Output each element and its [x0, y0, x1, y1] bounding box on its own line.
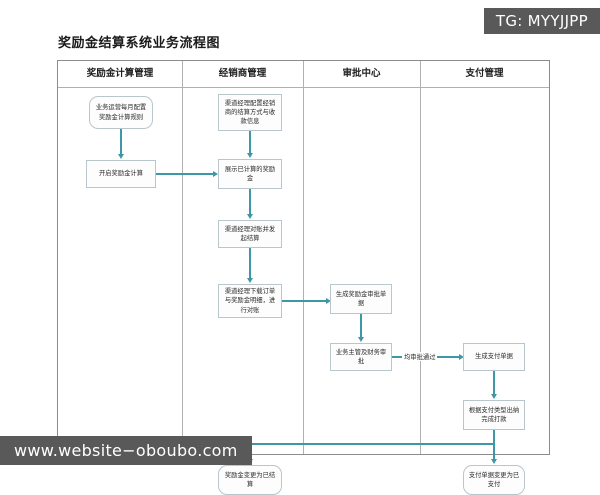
node-payment-status-paid[interactable]: 支付单据变更为已支付: [463, 465, 525, 495]
edge-label-all-approved: 均审批通过: [402, 352, 438, 361]
node-label: 奖励金变更为已结算: [224, 471, 276, 488]
site-watermark-badge: www.website−oboubo.com: [0, 436, 252, 465]
node-label: 支付单据变更为已支付: [468, 471, 520, 488]
node-reconcile-and-settle[interactable]: 渠道经理对账并发起结算: [218, 220, 282, 248]
node-label: 展示已计算的奖励金: [224, 165, 276, 182]
node-label: 开启奖励金计算: [98, 170, 144, 178]
connector-n9-n10: [493, 371, 495, 396]
lane-header-approval-center: 审批中心: [342, 68, 381, 79]
lane-divider-1: [182, 61, 183, 454]
connector-bus-horizontal: [249, 443, 495, 445]
arrowhead-n7-n8: [358, 337, 364, 342]
connector-n3-n4: [249, 131, 251, 155]
node-label: 渠道经理下载订单与奖励金明细，进行对账: [224, 288, 276, 314]
connector-bus-to-n12: [493, 443, 495, 461]
connector-n1-n2: [120, 129, 122, 156]
flowchart-canvas: TG: MYYJJPP 奖励金结算系统业务流程图 奖励金计算管理 经销商管理 审…: [0, 8, 600, 495]
lane-header-payment-mgmt: 支付管理: [465, 68, 504, 79]
node-manager-finance-approval[interactable]: 业务主管及财务审批: [330, 343, 392, 371]
arrowhead-n4-n5: [247, 214, 253, 219]
node-display-calculated-reward[interactable]: 展示已计算的奖励金: [218, 159, 282, 189]
lane-divider-2: [303, 61, 304, 454]
node-label: 业务主管及财务审批: [335, 348, 387, 365]
node-label: 生成支付单据: [475, 353, 513, 361]
node-start-reward-calculation[interactable]: 开启奖励金计算: [86, 160, 156, 188]
page-title: 奖励金结算系统业务流程图: [58, 36, 221, 51]
lane-header-reward-calc: 奖励金计算管理: [86, 68, 154, 79]
connector-n5-n6: [249, 248, 251, 280]
arrowhead-n1-n2: [118, 154, 124, 159]
arrowhead-n3-n4: [247, 153, 253, 158]
node-generate-payment-doc[interactable]: 生成支付单据: [463, 343, 525, 371]
node-reward-status-settled[interactable]: 奖励金变更为已结算: [218, 465, 282, 495]
arrowhead-n5-n6: [247, 278, 253, 283]
connector-n10-bus: [493, 430, 495, 444]
node-label: 根据支付类型出纳完成打款: [468, 406, 520, 423]
node-cashier-complete-payment[interactable]: 根据支付类型出纳完成打款: [463, 400, 525, 430]
arrowhead-n2-n4: [213, 171, 218, 177]
arrowhead-n6-n7: [326, 298, 331, 304]
swimlane-diagram-frame: 奖励金计算管理 经销商管理 审批中心 支付管理 业务运营每月配置奖励金计算规则 …: [57, 60, 550, 495]
arrowhead-n8-n9: [459, 354, 464, 360]
node-label: 生成奖励金审批单据: [335, 290, 387, 307]
tg-watermark-badge: TG: MYYJJPP: [483, 8, 600, 34]
node-download-order-detail[interactable]: 渠道经理下载订单与奖励金明细，进行对账: [218, 284, 282, 318]
node-configure-settlement-info[interactable]: 渠道经理配置经销商的结算方式与收款信息: [218, 94, 282, 131]
connector-n2-n4: [156, 173, 213, 175]
node-label: 渠道经理对账并发起结算: [224, 225, 276, 242]
arrowhead-n9-n10: [491, 394, 497, 399]
connector-n4-n5: [249, 189, 251, 216]
node-label: 业务运营每月配置奖励金计算规则: [95, 104, 147, 121]
lane-divider-3: [420, 61, 421, 454]
node-generate-reward-approval-doc[interactable]: 生成奖励金审批单据: [330, 284, 392, 314]
node-configure-reward-rules[interactable]: 业务运营每月配置奖励金计算规则: [89, 96, 153, 129]
lane-header-dealer-mgmt: 经销商管理: [218, 68, 267, 79]
connector-n6-n7: [282, 300, 326, 302]
arrowhead-bus-n12: [491, 459, 497, 464]
node-label: 渠道经理配置经销商的结算方式与收款信息: [224, 99, 276, 126]
connector-n7-n8: [360, 314, 362, 339]
